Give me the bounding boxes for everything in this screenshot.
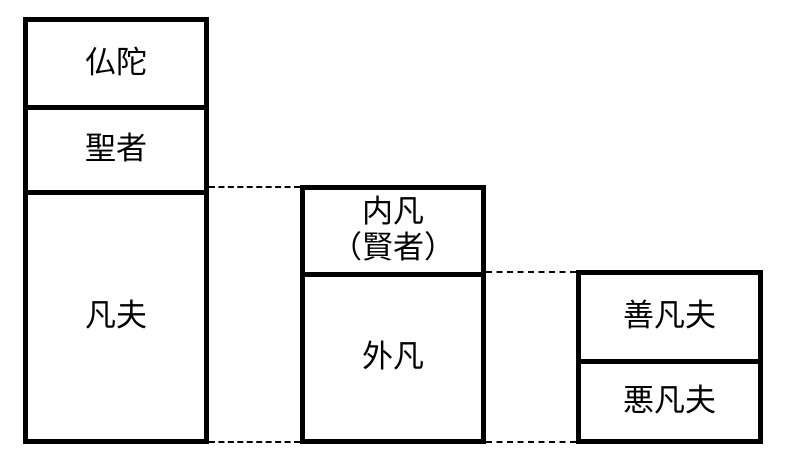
connector-a-b-bottom [209, 441, 300, 443]
cell-bad-ordinary: 悪凡夫 [581, 359, 758, 439]
cell-saint-label: 聖者 [85, 131, 147, 168]
cell-inner-ordinary-label: 内凡 [362, 194, 424, 231]
cell-good-ordinary-label: 善凡夫 [623, 298, 716, 335]
connector-b-c-top [486, 271, 576, 273]
cell-good-ordinary: 善凡夫 [581, 275, 758, 359]
cell-buddha-label: 仏陀 [85, 44, 147, 81]
column-overall: 仏陀 聖者 凡夫 [23, 17, 209, 444]
cell-ordinary-label: 凡夫 [85, 298, 147, 335]
cell-bad-ordinary-label: 悪凡夫 [623, 382, 716, 419]
cell-inner-ordinary-sublabel: （賢者） [331, 230, 455, 266]
cell-outer-ordinary-label: 外凡 [362, 339, 424, 376]
column-outer-breakdown: 善凡夫 悪凡夫 [576, 270, 763, 444]
cell-ordinary: 凡夫 [28, 190, 204, 439]
connector-a-b-top [209, 186, 300, 188]
cell-inner-ordinary: 内凡 （賢者） [305, 190, 481, 272]
cell-outer-ordinary: 外凡 [305, 272, 481, 439]
cell-saint: 聖者 [28, 105, 204, 190]
connector-b-c-bottom [486, 441, 576, 443]
column-ordinary-breakdown: 内凡 （賢者） 外凡 [300, 185, 486, 444]
cell-buddha: 仏陀 [28, 22, 204, 105]
